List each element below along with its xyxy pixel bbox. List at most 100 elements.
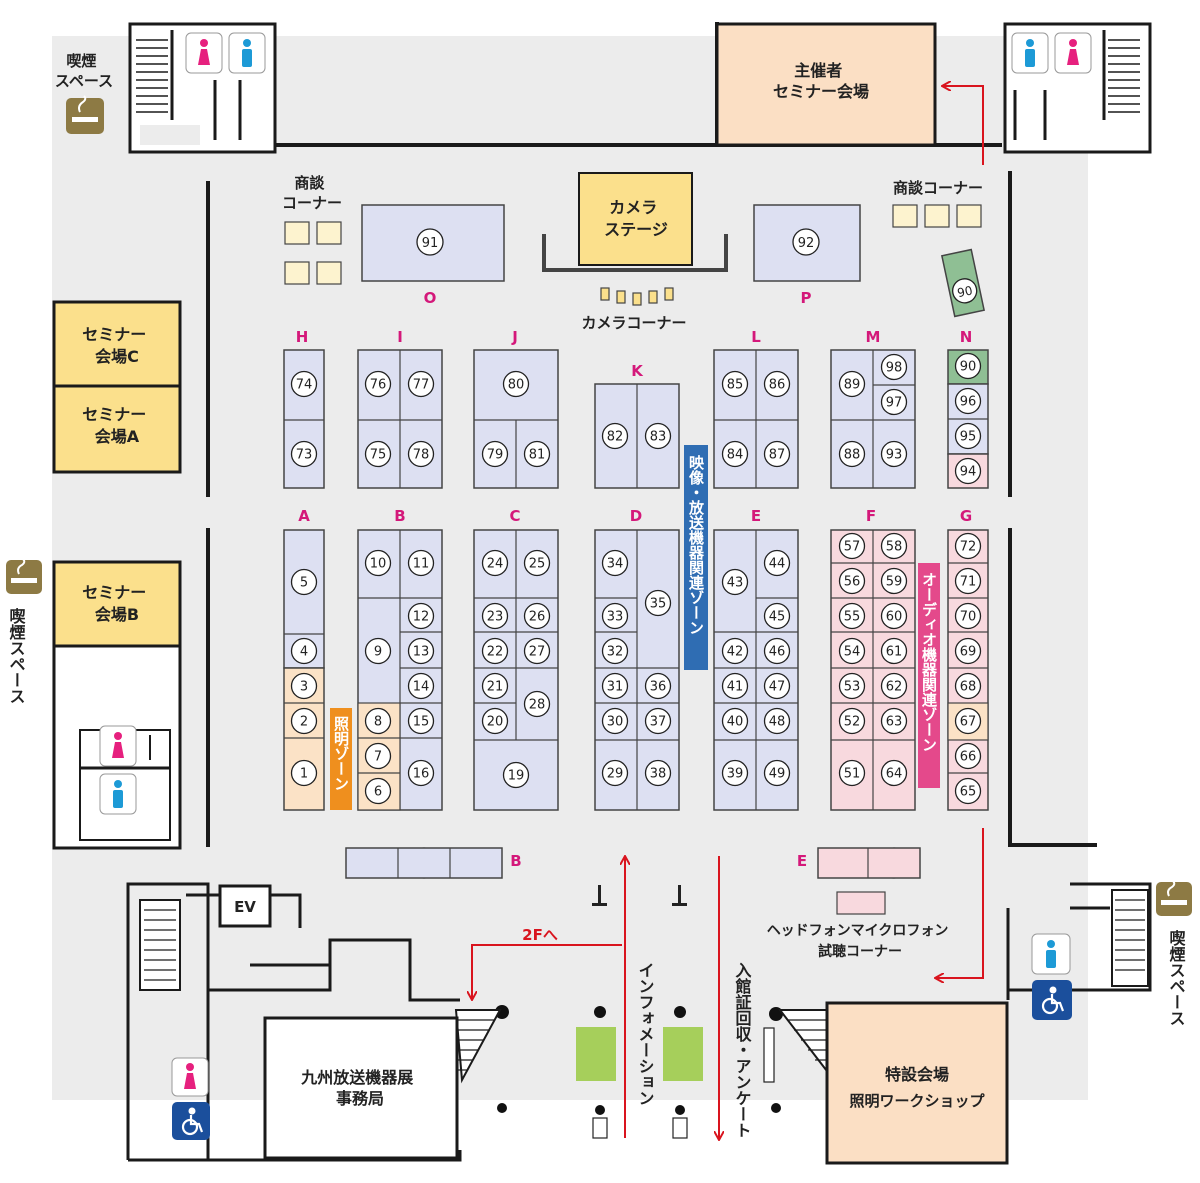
booth-79[interactable]: 79 bbox=[481, 440, 509, 468]
booth-9[interactable]: 9 bbox=[364, 637, 392, 665]
booth-32[interactable]: 32 bbox=[601, 637, 629, 665]
booth-76[interactable]: 76 bbox=[364, 370, 392, 398]
booth-35[interactable]: 35 bbox=[644, 589, 672, 617]
booth-25[interactable]: 25 bbox=[523, 549, 551, 577]
booth-87[interactable]: 87 bbox=[763, 440, 791, 468]
booth-36[interactable]: 36 bbox=[644, 672, 672, 700]
seminar-room-a[interactable] bbox=[52, 384, 182, 474]
booth-15[interactable]: 15 bbox=[407, 707, 435, 735]
block-J[interactable] bbox=[473, 349, 559, 489]
booth-42[interactable]: 42 bbox=[721, 637, 749, 665]
booth-60[interactable]: 60 bbox=[880, 602, 908, 630]
booth-28[interactable]: 28 bbox=[523, 690, 551, 718]
organizer-seminar-room[interactable] bbox=[715, 22, 937, 147]
block-I[interactable] bbox=[357, 349, 443, 489]
booth-4[interactable]: 4 bbox=[290, 637, 318, 665]
booth-26[interactable]: 26 bbox=[523, 602, 551, 630]
booth-81[interactable]: 81 bbox=[523, 440, 551, 468]
booth-5[interactable]: 5 bbox=[290, 568, 318, 596]
booth-54[interactable]: 54 bbox=[838, 637, 866, 665]
seminar-room-c[interactable] bbox=[52, 300, 182, 388]
booth-64[interactable]: 64 bbox=[880, 759, 908, 787]
booth-43[interactable]: 43 bbox=[721, 568, 749, 596]
booth-34[interactable]: 34 bbox=[601, 549, 629, 577]
booth-93[interactable]: 93 bbox=[880, 440, 908, 468]
booth-31[interactable]: 31 bbox=[601, 672, 629, 700]
booth-90-island[interactable]: 90 bbox=[940, 248, 986, 318]
booth-70[interactable]: 70 bbox=[954, 602, 982, 630]
booth-74[interactable]: 74 bbox=[290, 370, 318, 398]
booth-11[interactable]: 11 bbox=[407, 549, 435, 577]
booth-72[interactable]: 72 bbox=[954, 532, 982, 560]
booth-67[interactable]: 67 bbox=[954, 707, 982, 735]
booth-62[interactable]: 62 bbox=[880, 672, 908, 700]
front-booth-strip-B[interactable] bbox=[345, 847, 503, 879]
block-L[interactable] bbox=[713, 349, 799, 489]
booth-47[interactable]: 47 bbox=[763, 672, 791, 700]
booth-22[interactable]: 22 bbox=[481, 637, 509, 665]
booth-77[interactable]: 77 bbox=[407, 370, 435, 398]
booth-38[interactable]: 38 bbox=[644, 759, 672, 787]
booth-96[interactable]: 96 bbox=[954, 387, 982, 415]
booth-98[interactable]: 98 bbox=[880, 353, 908, 381]
booth-10[interactable]: 10 bbox=[364, 549, 392, 577]
booth-97[interactable]: 97 bbox=[880, 388, 908, 416]
booth-84[interactable]: 84 bbox=[721, 440, 749, 468]
booth-1[interactable]: 1 bbox=[290, 759, 318, 787]
booth-69[interactable]: 69 bbox=[954, 637, 982, 665]
special-venue[interactable] bbox=[825, 1001, 1009, 1165]
booth-40[interactable]: 40 bbox=[721, 707, 749, 735]
booth-85[interactable]: 85 bbox=[721, 370, 749, 398]
booth-27[interactable]: 27 bbox=[523, 637, 551, 665]
booth-66[interactable]: 66 bbox=[954, 742, 982, 770]
booth-33[interactable]: 33 bbox=[601, 602, 629, 630]
booth-49[interactable]: 49 bbox=[763, 759, 791, 787]
booth-55[interactable]: 55 bbox=[838, 602, 866, 630]
booth-51[interactable]: 51 bbox=[838, 759, 866, 787]
booth-39[interactable]: 39 bbox=[721, 759, 749, 787]
booth-3[interactable]: 3 bbox=[290, 672, 318, 700]
booth-88[interactable]: 88 bbox=[838, 440, 866, 468]
booth-86[interactable]: 86 bbox=[763, 370, 791, 398]
booth-56[interactable]: 56 bbox=[838, 567, 866, 595]
booth-75[interactable]: 75 bbox=[364, 440, 392, 468]
booth-24[interactable]: 24 bbox=[481, 549, 509, 577]
booth-37[interactable]: 37 bbox=[644, 707, 672, 735]
booth-8[interactable]: 8 bbox=[364, 707, 392, 735]
booth-61[interactable]: 61 bbox=[880, 637, 908, 665]
booth-19[interactable]: 19 bbox=[502, 761, 530, 789]
front-booth-strip-E[interactable] bbox=[817, 847, 921, 879]
booth-89[interactable]: 89 bbox=[838, 370, 866, 398]
booth-44[interactable]: 44 bbox=[763, 549, 791, 577]
booth-6[interactable]: 6 bbox=[364, 777, 392, 805]
block-H[interactable] bbox=[283, 349, 325, 489]
booth-29[interactable]: 29 bbox=[601, 759, 629, 787]
booth-16[interactable]: 16 bbox=[407, 759, 435, 787]
booth-71[interactable]: 71 bbox=[954, 567, 982, 595]
booth-63[interactable]: 63 bbox=[880, 707, 908, 735]
booth-52[interactable]: 52 bbox=[838, 707, 866, 735]
booth-90[interactable]: 90 bbox=[954, 352, 982, 380]
booth-95[interactable]: 95 bbox=[954, 422, 982, 450]
booth-80[interactable]: 80 bbox=[502, 370, 530, 398]
headphone-corner-booth[interactable] bbox=[836, 891, 886, 915]
booth-14[interactable]: 14 bbox=[407, 672, 435, 700]
booth-20[interactable]: 20 bbox=[481, 707, 509, 735]
booth-58[interactable]: 58 bbox=[880, 532, 908, 560]
booth-12[interactable]: 12 bbox=[407, 602, 435, 630]
booth-94[interactable]: 94 bbox=[954, 457, 982, 485]
booth-7[interactable]: 7 bbox=[364, 742, 392, 770]
booth-23[interactable]: 23 bbox=[481, 602, 509, 630]
booth-59[interactable]: 59 bbox=[880, 567, 908, 595]
office-room[interactable] bbox=[263, 1016, 459, 1160]
booth-57[interactable]: 57 bbox=[838, 532, 866, 560]
booth-73[interactable]: 73 bbox=[290, 440, 318, 468]
booth-46[interactable]: 46 bbox=[763, 637, 791, 665]
booth-68[interactable]: 68 bbox=[954, 672, 982, 700]
booth-48[interactable]: 48 bbox=[763, 707, 791, 735]
booth-53[interactable]: 53 bbox=[838, 672, 866, 700]
booth-82[interactable]: 82 bbox=[601, 422, 629, 450]
booth-13[interactable]: 13 bbox=[407, 637, 435, 665]
booth-45[interactable]: 45 bbox=[763, 602, 791, 630]
booth-30[interactable]: 30 bbox=[601, 707, 629, 735]
